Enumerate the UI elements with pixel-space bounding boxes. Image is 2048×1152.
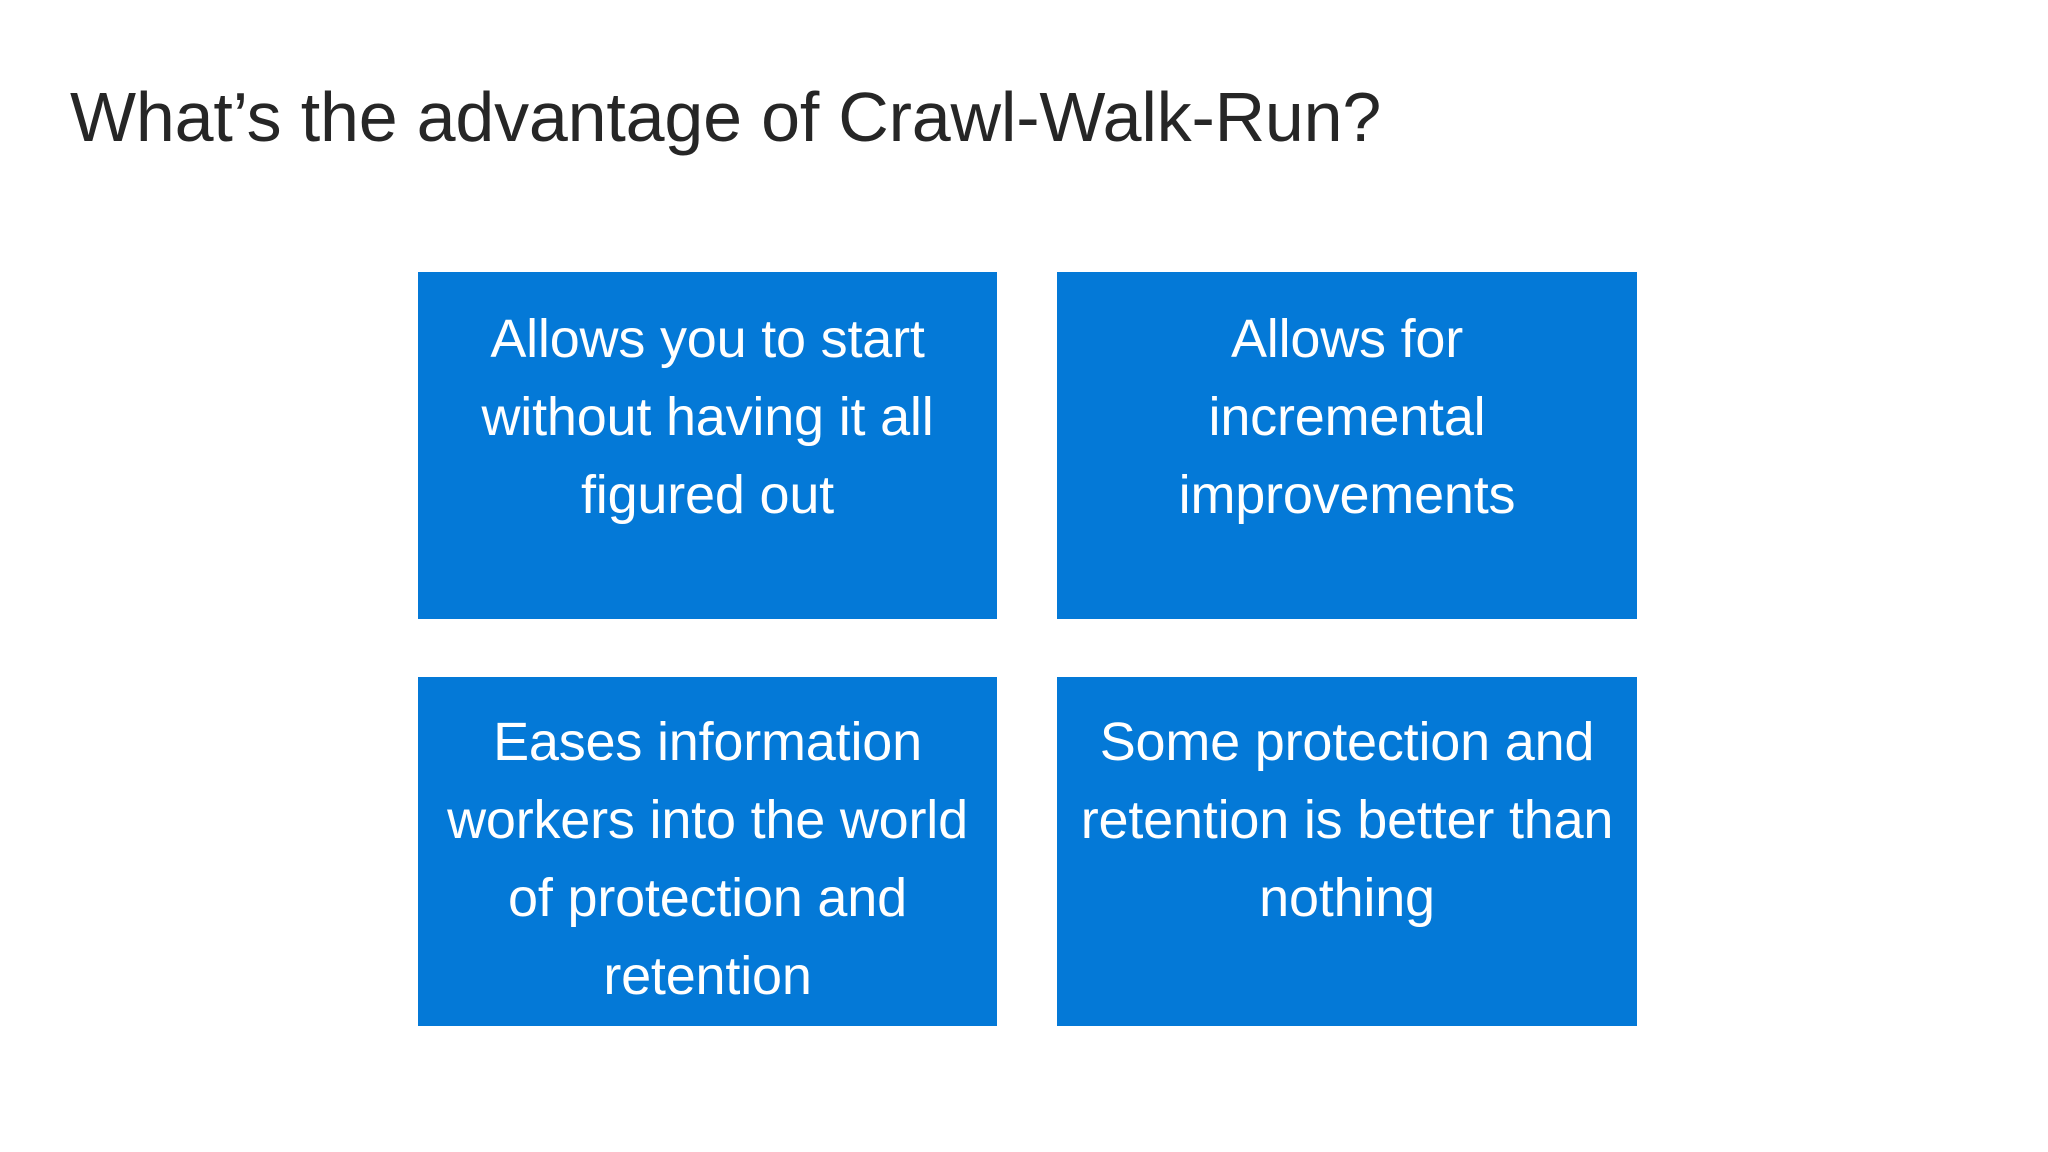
- benefit-card-incremental-improvements[interactable]: Allows for incremental improvements: [1057, 272, 1637, 619]
- page-title: What’s the advantage of Crawl-Walk-Run?: [70, 78, 1382, 156]
- benefit-card-label: Eases information workers into the world…: [447, 712, 968, 1006]
- benefit-card-eases-information-workers[interactable]: Eases information workers into the world…: [418, 677, 997, 1026]
- benefit-card-start-without-figured-out[interactable]: Allows you to start without having it al…: [418, 272, 997, 619]
- benefit-card-label: Allows for incremental improvements: [1178, 309, 1516, 525]
- benefits-card-grid: Allows you to start without having it al…: [418, 272, 1637, 1026]
- benefit-card-label: Some protection and retention is better …: [1080, 712, 1614, 928]
- benefit-card-better-than-nothing[interactable]: Some protection and retention is better …: [1057, 677, 1637, 1026]
- benefit-card-label: Allows you to start without having it al…: [481, 309, 934, 525]
